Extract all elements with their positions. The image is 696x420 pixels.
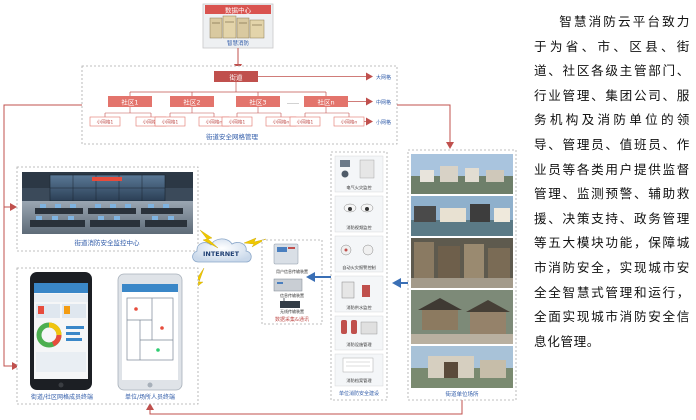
lightning-icon <box>199 229 219 249</box>
terminals-panel: 街道/社区网格成员终端 单位/场所人员终端 <box>16 267 199 405</box>
street-label: 街道 <box>230 73 244 82</box>
gateway-caption: 数据采集&通讯 <box>275 316 309 323</box>
data-center-header: 数据中心 <box>225 6 252 15</box>
street-sites-panel: 街道单位场所 <box>407 149 517 401</box>
site-photo-2 <box>411 196 513 236</box>
cloud-icon <box>192 238 252 263</box>
data-center-caption: 智慧消防 <box>227 39 250 47</box>
unit-panel-caption: 单位消防安全建设 <box>339 390 379 397</box>
district-label-2: 社区2 <box>183 98 200 107</box>
right-phone-caption: 单位/场所人员终端 <box>125 393 175 401</box>
unit-item: 消防设施管理 <box>346 341 372 348</box>
district-ellipsis: …… <box>287 99 299 106</box>
district-label-n: 社区n <box>317 98 334 107</box>
site-photo-5 <box>411 346 513 388</box>
grid-caption: 街道安全网格管理 <box>206 132 259 141</box>
subgrid-box <box>154 116 186 127</box>
district-box-1 <box>108 96 152 107</box>
subgrid-label: 小网格n <box>341 119 358 126</box>
subgrid-label: 小网格n <box>273 119 290 126</box>
level-label-medium: 中网格 <box>376 99 391 106</box>
subgrid-row: 小网格1 小网格n 小网格1 小网格n 小网格1 小网格n 小网格1 小网格n <box>89 116 365 127</box>
unit-fire-safety-panel: 电气火灾监控 消防视频监控 自动火灾报警控制 消防供水监控 消防设施管理 消防档… <box>330 151 388 401</box>
unit-item: 消防视频监控 <box>346 224 372 231</box>
extinguisher-icon <box>351 320 357 334</box>
data-center-header-bar <box>205 5 271 14</box>
routing-arrows <box>3 104 463 415</box>
transmission-device <box>273 278 303 292</box>
extinguisher-icon <box>341 320 347 334</box>
gateway-item: 用户信息传输装置 <box>276 268 308 274</box>
district-box-3 <box>236 96 280 107</box>
subgrid-label: 小网格1 <box>229 119 246 126</box>
gateway-item: 信息传输装置 <box>280 292 304 298</box>
sites-caption: 街道单位场所 <box>445 390 479 398</box>
subgrid-box <box>289 116 321 127</box>
lightning-icon <box>243 237 267 248</box>
floor-plan-icon <box>126 297 174 361</box>
left-phone-caption: 街道/社区网格成员终端 <box>31 393 93 401</box>
site-photo-1 <box>411 154 513 194</box>
gateway-panel: 用户信息传输装置 信息传输装置 无线传输装置 数据采集&通讯 <box>261 239 323 325</box>
unit-item: 电气火灾监控 <box>346 184 372 191</box>
subgrid-label: 小网格1 <box>162 119 179 126</box>
electrical-monitor-icon <box>340 160 350 167</box>
arrow-grid-to-sites <box>397 104 454 149</box>
subgrid-box <box>89 116 121 127</box>
subgrid-label: 小网格1 <box>97 119 114 126</box>
gateway-item: 无线传输装置 <box>280 308 304 314</box>
street-box <box>214 71 258 82</box>
district-box-2 <box>170 96 214 107</box>
site-photo-3 <box>411 238 513 288</box>
site-photo-4 <box>411 290 513 344</box>
subgrid-label: 小网格n <box>143 119 160 126</box>
monitor-center-caption: 街道消防安全监控中心 <box>75 238 141 247</box>
unit-staff-phone <box>117 273 183 391</box>
water-monitor-icon <box>341 281 355 299</box>
subgrid-label: 小网格n <box>206 119 223 126</box>
data-center: 数据中心 智慧消防 <box>202 3 274 49</box>
description-text: 智慧消防云平台致力于为省、市、区县、街道、社区各级主管部门、行业管理、集团公司、… <box>534 14 690 349</box>
district-label-1: 社区1 <box>121 98 138 107</box>
district-box-n <box>304 96 348 107</box>
unit-item: 消防档案管理 <box>346 377 372 384</box>
wireless-device <box>280 301 300 308</box>
alarm-icon <box>362 244 374 256</box>
monitor-center: 街道消防安全监控中心 <box>16 166 199 252</box>
server-icon <box>209 15 265 39</box>
street-grid-panel: 街道 大网格 社区1 社区2 社区3 …… 社区n 中网格 <box>81 65 398 145</box>
archive-icon <box>342 357 374 373</box>
unit-item: 自动火灾报警控制 <box>342 264 376 271</box>
level-label-large: 大网格 <box>376 74 391 81</box>
internet-cloud: INTERNET <box>192 238 252 263</box>
internet-label: INTERNET <box>203 250 240 258</box>
level-label-small: 小网格 <box>376 119 391 126</box>
arrow-sites-to-unit-phone <box>146 399 463 415</box>
unit-item: 消防供水监控 <box>346 304 372 311</box>
subgrid-box <box>221 116 253 127</box>
district-label-3: 社区3 <box>249 98 266 107</box>
arrow-grid-to-left-phone <box>3 104 82 370</box>
subgrid-label: 小网格1 <box>297 119 314 126</box>
grid-member-phone <box>30 272 92 390</box>
